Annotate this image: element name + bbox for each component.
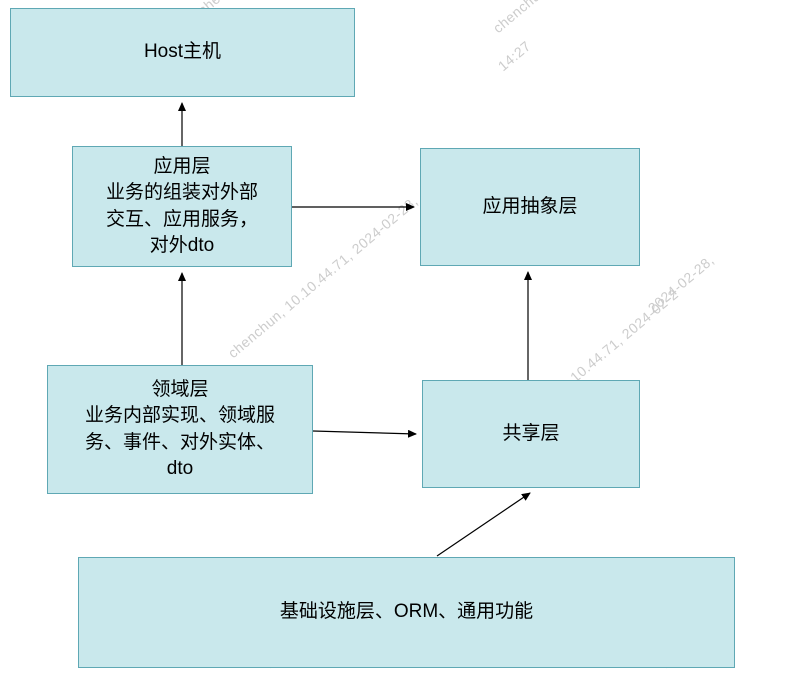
node-shared-layer: 共享层	[422, 380, 640, 488]
node-application-abstraction-layer: 应用抽象层	[420, 148, 640, 266]
node-infrastructure-layer: 基础设施层、ORM、通用功能	[78, 557, 735, 668]
node-application-abstraction-layer-label: 应用抽象层	[482, 195, 578, 217]
watermark-text: chenchun, 10.10	[490, 0, 585, 36]
node-host-label: Host主机	[143, 41, 222, 63]
edge-infra-to-shared	[436, 492, 531, 557]
node-host: Host主机	[10, 8, 355, 97]
node-shared-layer-label: 共享层	[502, 422, 560, 444]
node-infrastructure-layer-label: 基础设施层、ORM、通用功能	[279, 601, 534, 623]
edge-domain-to-shared	[312, 429, 417, 438]
node-application-layer-label: 应用层 业务的组装对外部 交互、应用服务， 对外dto	[105, 156, 258, 256]
watermark-text: 14:27	[494, 37, 534, 74]
node-application-layer: 应用层 业务的组装对外部 交互、应用服务， 对外dto	[72, 146, 292, 267]
node-domain-layer-label: 领域层 业务内部实现、领域服 务、事件、对外实体、 dto	[84, 379, 275, 479]
node-domain-layer: 领域层 业务内部实现、领域服 务、事件、对外实体、 dto	[47, 365, 313, 494]
